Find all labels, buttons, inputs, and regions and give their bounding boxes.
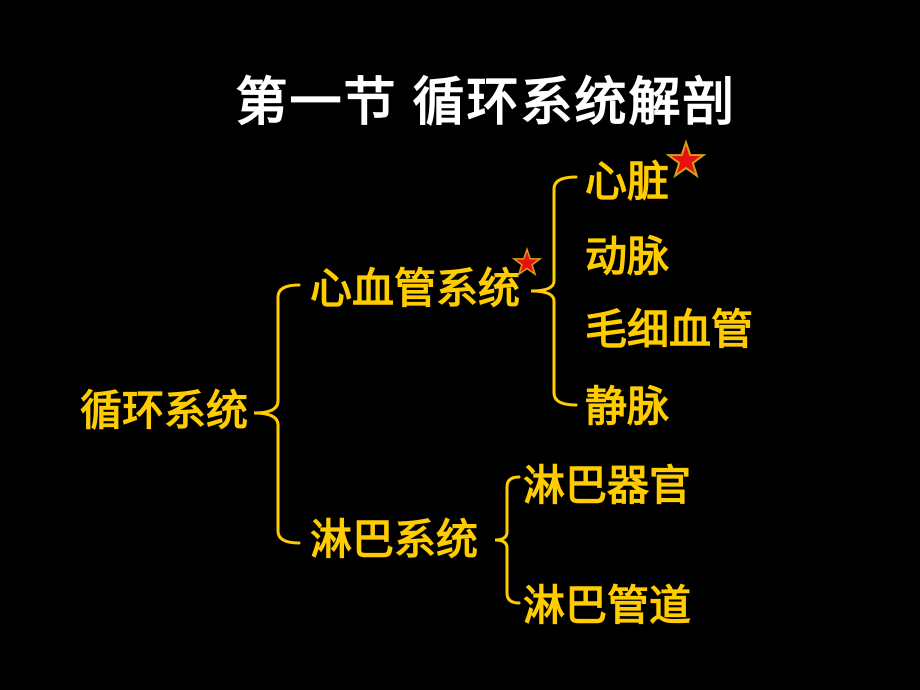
node-lymphatic-system: 淋巴系统	[310, 518, 479, 564]
emphasis-star-icon	[512, 246, 542, 277]
emphasis-star-icon	[666, 139, 706, 179]
brace-cardiovascular-icon	[530, 175, 578, 407]
brace-lymphatic-icon	[494, 475, 521, 605]
node-capillary: 毛细血管	[585, 308, 754, 354]
node-vein: 静脉	[585, 385, 670, 431]
node-artery: 动脉	[585, 235, 670, 281]
node-circulatory-system: 循环系统	[80, 389, 249, 435]
node-heart: 心脏	[585, 160, 670, 206]
node-lymphatic-vessels: 淋巴管道	[523, 584, 692, 630]
node-lymphoid-organs: 淋巴器官	[523, 464, 692, 510]
slide-title: 第一节 循环系统解剖	[235, 75, 737, 132]
brace-root-icon	[253, 283, 301, 545]
node-cardiovascular-system: 心血管系统	[310, 267, 521, 313]
